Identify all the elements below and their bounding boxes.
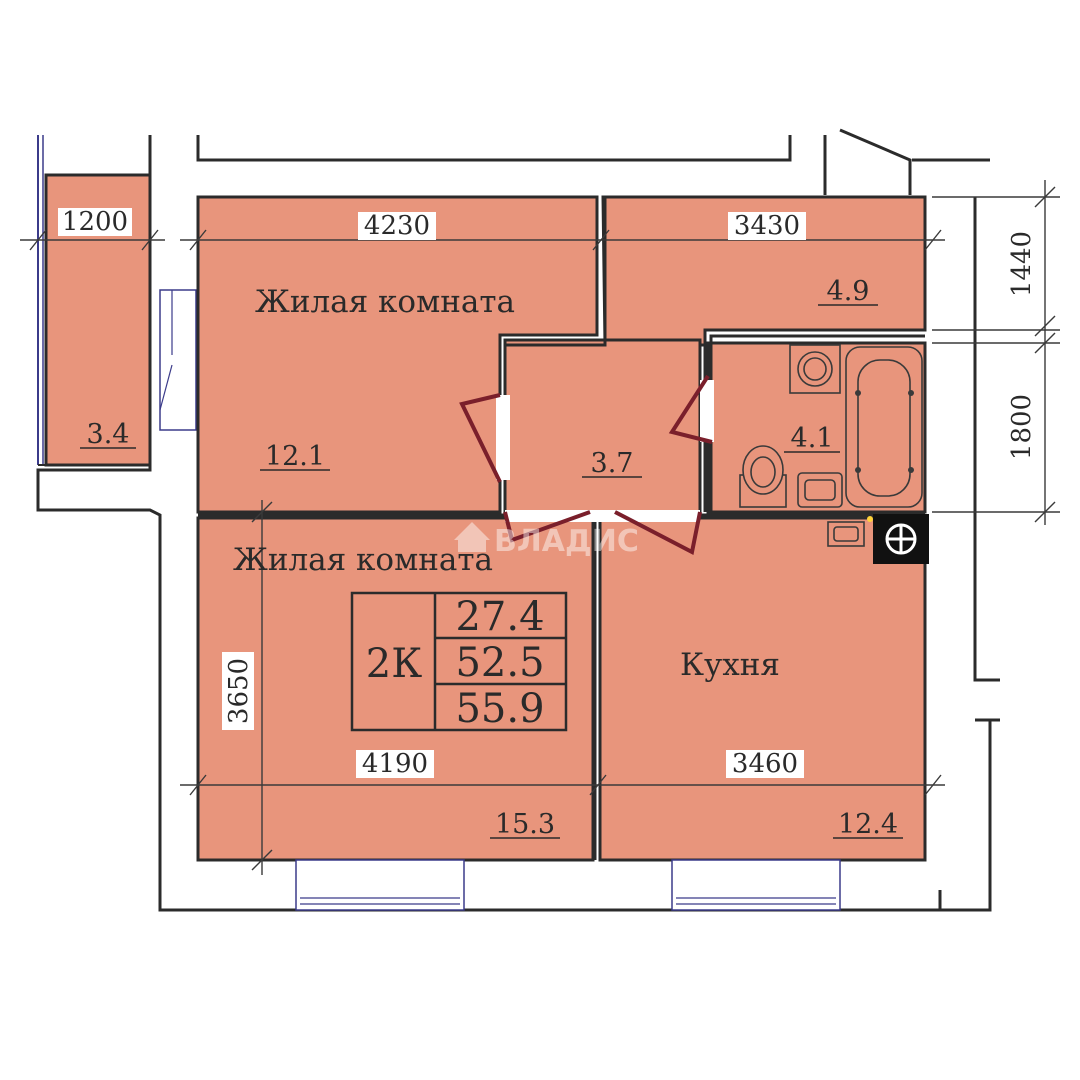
total-area: 52.5 [455, 640, 544, 686]
window-kitchen [671, 859, 841, 911]
corridor [503, 338, 702, 514]
summary-table: 2К 27.4 52.5 55.9 [350, 591, 568, 732]
kitchen-sink-icon [827, 516, 873, 547]
living-room-1-label: Жилая комната [255, 284, 515, 320]
balcony [37, 135, 152, 467]
doors [459, 374, 714, 556]
bathtub [845, 346, 923, 508]
dim-living2-width: 4190 [362, 749, 428, 779]
dim-living1-width: 4230 [364, 211, 430, 241]
area-with-balcony: 55.9 [455, 686, 544, 732]
bathroom-area: 4.1 [791, 423, 834, 454]
dimension-lines [20, 180, 1060, 875]
washing-machine [789, 344, 841, 394]
living-area-total: 27.4 [455, 594, 544, 640]
living-room-2-area: 15.3 [495, 809, 555, 840]
watermark-text: ВЛАДИС [494, 524, 639, 559]
living-room-2 [196, 516, 595, 862]
dim-bath-depth: 1800 [1007, 394, 1037, 460]
sink [797, 472, 843, 508]
kitchen [598, 516, 927, 862]
kitchen-label: Кухня [680, 647, 780, 683]
stove-icon [873, 514, 929, 564]
kitchen-area: 12.4 [838, 809, 898, 840]
dim-hall-depth: 1440 [1007, 231, 1037, 297]
apartment-type: 2К [366, 641, 422, 687]
living-room-1-area: 12.1 [265, 441, 325, 472]
hall-area: 4.9 [827, 276, 870, 307]
dim-hall-width: 3430 [734, 211, 800, 241]
window-living-2 [295, 859, 465, 911]
dim-living2-depth: 3650 [224, 658, 254, 724]
dim-kitchen-width: 3460 [732, 749, 798, 779]
watermark: ВЛАДИС [454, 522, 639, 559]
dim-balcony-width: 1200 [62, 207, 128, 237]
toilet [739, 445, 787, 508]
balcony-door[interactable] [159, 289, 197, 431]
living-room-2-label: Жилая комната [233, 542, 493, 578]
corridor-area: 3.7 [591, 448, 634, 479]
balcony-area: 3.4 [87, 419, 130, 450]
